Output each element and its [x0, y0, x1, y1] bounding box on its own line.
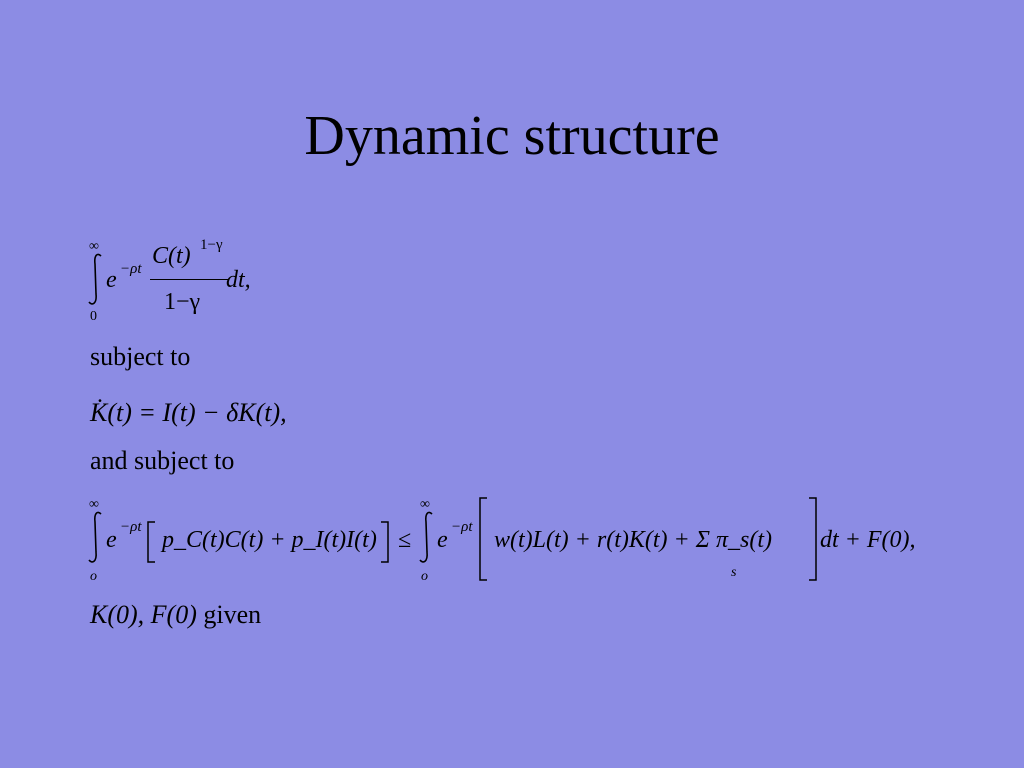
left-bracket-open-icon	[147, 521, 155, 563]
numerator-power: 1−γ	[200, 237, 223, 253]
subject-to-label: subject to	[90, 342, 191, 371]
income-terms: w(t)L(t) + r(t)K(t) + Σ π_s(t)	[494, 527, 772, 553]
right-integral-sign-icon	[419, 511, 433, 563]
fraction-denominator: 1−γ	[164, 289, 201, 315]
initial-conditions-expression: K(0), F(0)	[90, 600, 197, 629]
exponential-power: −ρt	[120, 261, 142, 277]
sum-subscript: s	[731, 565, 737, 580]
initial-conditions: K(0), F(0) given	[90, 602, 261, 628]
right-exponential-power: −ρt	[451, 519, 473, 535]
left-integral-lower-limit: o	[90, 569, 97, 584]
left-exponential-base: e	[106, 527, 117, 553]
left-exponential-power: −ρt	[120, 519, 142, 535]
integral-sign-icon	[88, 253, 102, 305]
integral-lower-limit: 0	[90, 309, 97, 324]
fraction-bar	[150, 279, 228, 280]
differential-tail: dt,	[226, 267, 251, 293]
right-bracket-open-icon	[479, 497, 487, 581]
less-or-equal-sign: ≤	[398, 527, 412, 553]
and-subject-to-label: and subject to	[90, 446, 235, 475]
capital-accumulation-equation: K̇(t) = I(t) − δK(t),	[90, 398, 287, 427]
right-integral-upper-limit: ∞	[420, 497, 430, 512]
right-integral-lower-limit: o	[421, 569, 428, 584]
left-bracket-close-icon	[381, 521, 389, 563]
slide-title: Dynamic structure	[304, 105, 720, 167]
constraint-tail: dt + F(0),	[820, 527, 916, 553]
right-bracket-close-icon	[809, 497, 817, 581]
given-label: given	[203, 600, 262, 629]
exponential-base: e	[106, 267, 117, 293]
fraction-numerator: C(t)	[152, 243, 191, 269]
consumption-investment-expenditure: p_C(t)C(t) + p_I(t)I(t)	[162, 527, 377, 553]
left-integral-sign-icon	[88, 511, 102, 563]
right-exponential-base: e	[437, 527, 448, 553]
integral-upper-limit: ∞	[89, 239, 99, 254]
left-integral-upper-limit: ∞	[89, 497, 99, 512]
